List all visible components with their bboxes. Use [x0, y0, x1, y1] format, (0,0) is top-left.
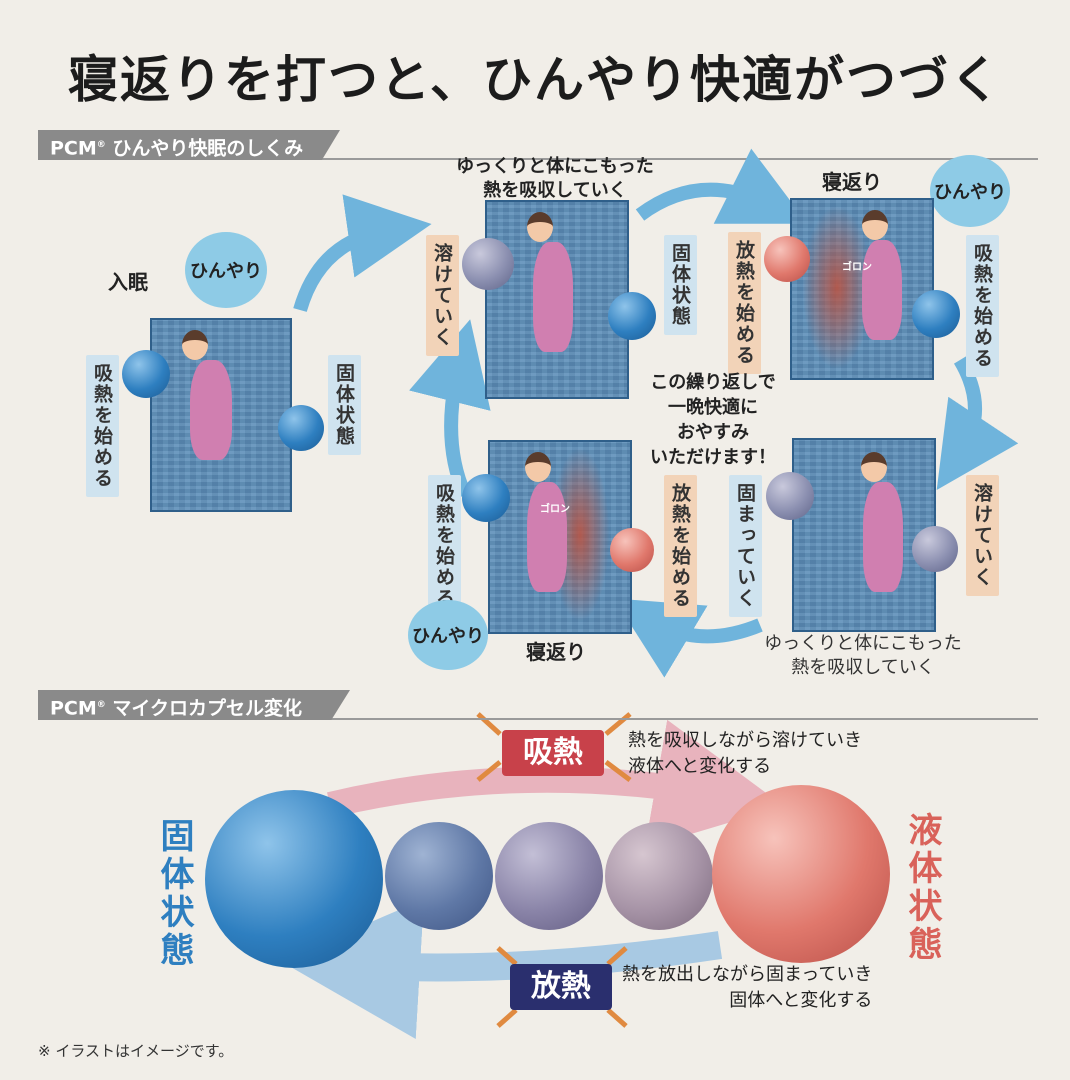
- stage-label-turnover: 寝返り: [822, 170, 882, 194]
- registered-mark: ®: [96, 140, 106, 150]
- bed-stage-1: [150, 318, 292, 512]
- page-title: 寝返りを打つと、ひんやり快適がつづく: [68, 51, 1002, 109]
- label-melting: 溶けていく: [966, 475, 999, 596]
- section-divider: [38, 158, 1038, 160]
- bed-stage-3: ゴロン: [790, 198, 934, 380]
- cool-text: ひんやり: [934, 182, 1006, 203]
- capsule-blue-icon: [278, 405, 324, 451]
- liquid-state-label: 液体状態: [902, 812, 942, 964]
- center-message: この繰り返しで 一晩快適に おやすみ いただけます！: [650, 372, 776, 468]
- capsule-blue-icon: [122, 350, 170, 398]
- capsule-solid-large-icon: [205, 790, 383, 968]
- absorb-heat-badge: 吸熱: [502, 730, 604, 776]
- capsule-grey-icon: [766, 472, 814, 520]
- release-heat-badge: 放熱: [510, 964, 612, 1010]
- section-label-rest: マイクロカプセル変化: [105, 697, 303, 720]
- cool-bubble-1: ひんやり: [185, 232, 267, 308]
- cool-text: ひんやり: [412, 626, 484, 647]
- footnote: ※ イラストはイメージです。: [38, 1042, 234, 1060]
- section-label: PCM: [50, 697, 97, 720]
- bed-stage-4: [792, 438, 936, 632]
- label-start-absorb: 吸熱を始める: [86, 355, 119, 497]
- capsule-blue-icon: [912, 290, 960, 338]
- solid-state-label: 固体状態: [154, 818, 194, 970]
- caption-absorb-bottom: ゆっくりと体にこもった 熱を吸収していく: [764, 633, 962, 678]
- capsule-grey-icon: [462, 238, 514, 290]
- goron-text: ゴロン: [842, 262, 872, 273]
- bed-stage-2: [485, 200, 629, 399]
- label-melting: 溶けていく: [426, 235, 459, 356]
- capsule-blue-icon: [608, 292, 656, 340]
- capsule-liquid-large-icon: [712, 785, 890, 963]
- goron-text: ゴロン: [540, 504, 570, 515]
- release-description: 熱を放出しながら固まっていき 固体へと変化する: [622, 964, 873, 1011]
- absorb-description: 熱を吸収しながら溶けていき 液体へと変化する: [628, 730, 862, 777]
- caption-absorb-top: ゆっくりと体にこもった 熱を吸収していく: [456, 156, 654, 201]
- label-start-release: 放熱を始める: [664, 475, 697, 617]
- capsule-red-icon: [610, 528, 654, 572]
- heat-trace: [802, 205, 872, 370]
- label-start-absorb: 吸熱を始める: [966, 235, 999, 377]
- section-divider: [38, 718, 1038, 720]
- cool-bubble-2: ひんやり: [930, 155, 1010, 227]
- capsule-red-icon: [764, 236, 810, 282]
- capsule-transition-icon: [605, 822, 713, 930]
- capsule-transition-icon: [495, 822, 603, 930]
- bed-stage-5: ゴロン: [488, 440, 632, 634]
- section-label: PCM: [50, 137, 97, 160]
- label-start-release: 放熱を始める: [728, 232, 761, 374]
- label-solidifying: 固まっていく: [729, 475, 762, 617]
- section-label-rest: ひんやり快眠のしくみ: [105, 137, 304, 160]
- stage-label-turnover: 寝返り: [526, 640, 586, 664]
- section-tag-mechanism: PCM® ひんやり快眠のしくみ: [38, 130, 340, 160]
- label-solid-state: 固体状態: [328, 355, 361, 455]
- capsule-transition-icon: [385, 822, 493, 930]
- registered-mark: ®: [96, 700, 106, 710]
- capsule-blue-icon: [462, 474, 510, 522]
- cool-bubble-3: ひんやり: [408, 600, 488, 670]
- label-start-absorb: 吸熱を始める: [428, 475, 461, 617]
- capsule-grey-icon: [912, 526, 958, 572]
- cool-text: ひんやり: [190, 261, 262, 282]
- section-tag-microcapsule: PCM® マイクロカプセル変化: [38, 690, 350, 720]
- stage-label-sleep-onset: 入眠: [108, 270, 148, 294]
- label-solid-state: 固体状態: [664, 235, 697, 335]
